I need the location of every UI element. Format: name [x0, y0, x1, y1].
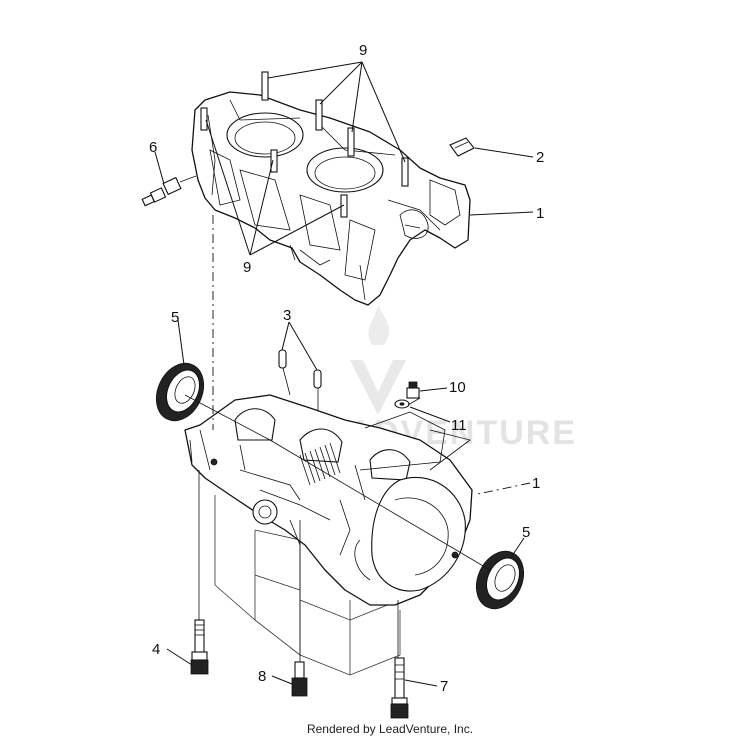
callout-9-top: 9 [359, 42, 367, 59]
callout-1-lower: 1 [532, 475, 540, 492]
callout-6: 6 [149, 139, 157, 156]
callout-labels: 9 6 2 1 9 5 3 10 11 1 5 4 8 7 [149, 42, 544, 695]
callout-4: 4 [152, 641, 160, 658]
oil-seal-left [155, 362, 205, 422]
bolt-4 [190, 619, 209, 675]
callout-11: 11 [451, 417, 467, 434]
dowel-pins [278, 349, 322, 389]
render-credit: Rendered by LeadVenture, Inc. [0, 722, 750, 736]
bolt-8 [291, 661, 308, 697]
oil-seal-right [475, 550, 525, 610]
bolt-7 [390, 657, 409, 719]
callout-10: 10 [449, 379, 466, 396]
cylinder-studs [200, 71, 409, 218]
callout-5-right: 5 [522, 524, 530, 541]
callout-3: 3 [283, 307, 291, 324]
temperature-sensor [141, 175, 197, 207]
render-credit-text: Rendered by LeadVenture, Inc. [306, 722, 474, 736]
crank-ribs [299, 442, 341, 486]
leader-lines [154, 61, 534, 687]
callout-5-left: 5 [171, 309, 179, 326]
lower-crankcase [184, 394, 473, 676]
bolt-10 [406, 381, 420, 399]
retaining-clip [449, 137, 475, 157]
upper-crankcase [141, 71, 475, 306]
callout-2: 2 [536, 149, 544, 166]
callout-7: 7 [440, 678, 448, 695]
assembly-lines [184, 215, 491, 662]
washer-11 [394, 399, 410, 409]
callout-9-lower: 9 [243, 259, 251, 276]
callout-1-upper: 1 [536, 205, 544, 222]
callout-8: 8 [258, 668, 266, 685]
